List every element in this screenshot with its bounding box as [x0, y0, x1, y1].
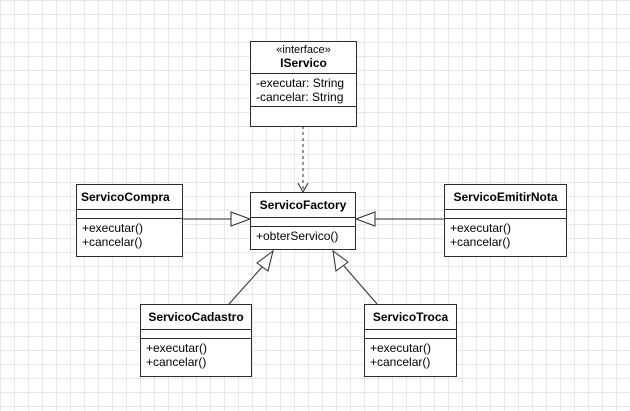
method-item: +executar() — [82, 221, 144, 235]
class-box-servico-troca[interactable]: ServicoTroca +executar() +cancelar() — [364, 304, 457, 377]
class-name: ServicoTroca — [372, 310, 449, 324]
method-item: +cancelar() — [450, 235, 511, 249]
methods-section: +executar() +cancelar() — [77, 219, 182, 251]
generalization-arrow-emitir-nota — [354, 211, 444, 227]
method-item: +cancelar() — [370, 355, 431, 369]
methods-section — [251, 107, 356, 115]
class-box-servico-factory[interactable]: ServicoFactory +obterServico() — [250, 192, 356, 250]
method-item: +executar() — [450, 221, 512, 235]
dependency-arrow-factory-iservico — [297, 126, 309, 194]
method-item: +cancelar() — [82, 235, 143, 249]
methods-section: +obterServico() — [251, 227, 355, 245]
method-item: +cancelar() — [146, 355, 207, 369]
attributes-section — [365, 330, 456, 339]
attributes-section: -executar: String -cancelar: String — [251, 74, 356, 107]
class-header: ServicoFactory — [251, 193, 355, 218]
attribute-item: -executar: String — [256, 76, 345, 90]
class-header: ServicoCompra — [77, 185, 182, 210]
class-box-servico-compra[interactable]: ServicoCompra +executar() +cancelar() — [76, 184, 183, 257]
class-name: ServicoCompra — [81, 190, 170, 204]
attributes-section — [445, 210, 566, 219]
class-name: ServicoFactory — [259, 198, 347, 212]
class-name: ServicoCadastro — [148, 310, 244, 324]
class-header: ServicoCadastro — [141, 305, 251, 330]
methods-section: +executar() +cancelar() — [445, 219, 566, 251]
attributes-section — [141, 330, 251, 339]
generalization-arrow-troca — [332, 249, 378, 305]
stereotype-label: «interface» — [276, 44, 331, 56]
methods-section: +executar() +cancelar() — [365, 339, 456, 371]
method-item: +executar() — [370, 341, 432, 355]
method-item: +obterServico() — [256, 229, 339, 243]
class-box-servico-cadastro[interactable]: ServicoCadastro +executar() +cancelar() — [140, 304, 252, 377]
attributes-section — [77, 210, 182, 219]
class-name: IServico — [280, 56, 327, 70]
attribute-item: -cancelar: String — [256, 90, 344, 104]
class-box-iservico[interactable]: «interface» IServico -executar: String -… — [250, 41, 357, 127]
method-item: +executar() — [146, 341, 208, 355]
methods-section: +executar() +cancelar() — [141, 339, 251, 371]
class-header: ServicoEmitirNota — [445, 185, 566, 210]
class-name: ServicoEmitirNota — [453, 190, 558, 204]
generalization-arrow-compra — [183, 211, 252, 227]
class-header: ServicoTroca — [365, 305, 456, 330]
generalization-arrow-cadastro — [228, 249, 274, 305]
attributes-section — [251, 218, 355, 227]
class-box-servico-emitir-nota[interactable]: ServicoEmitirNota +executar() +cancelar(… — [444, 184, 567, 257]
class-header: «interface» IServico — [251, 42, 356, 74]
